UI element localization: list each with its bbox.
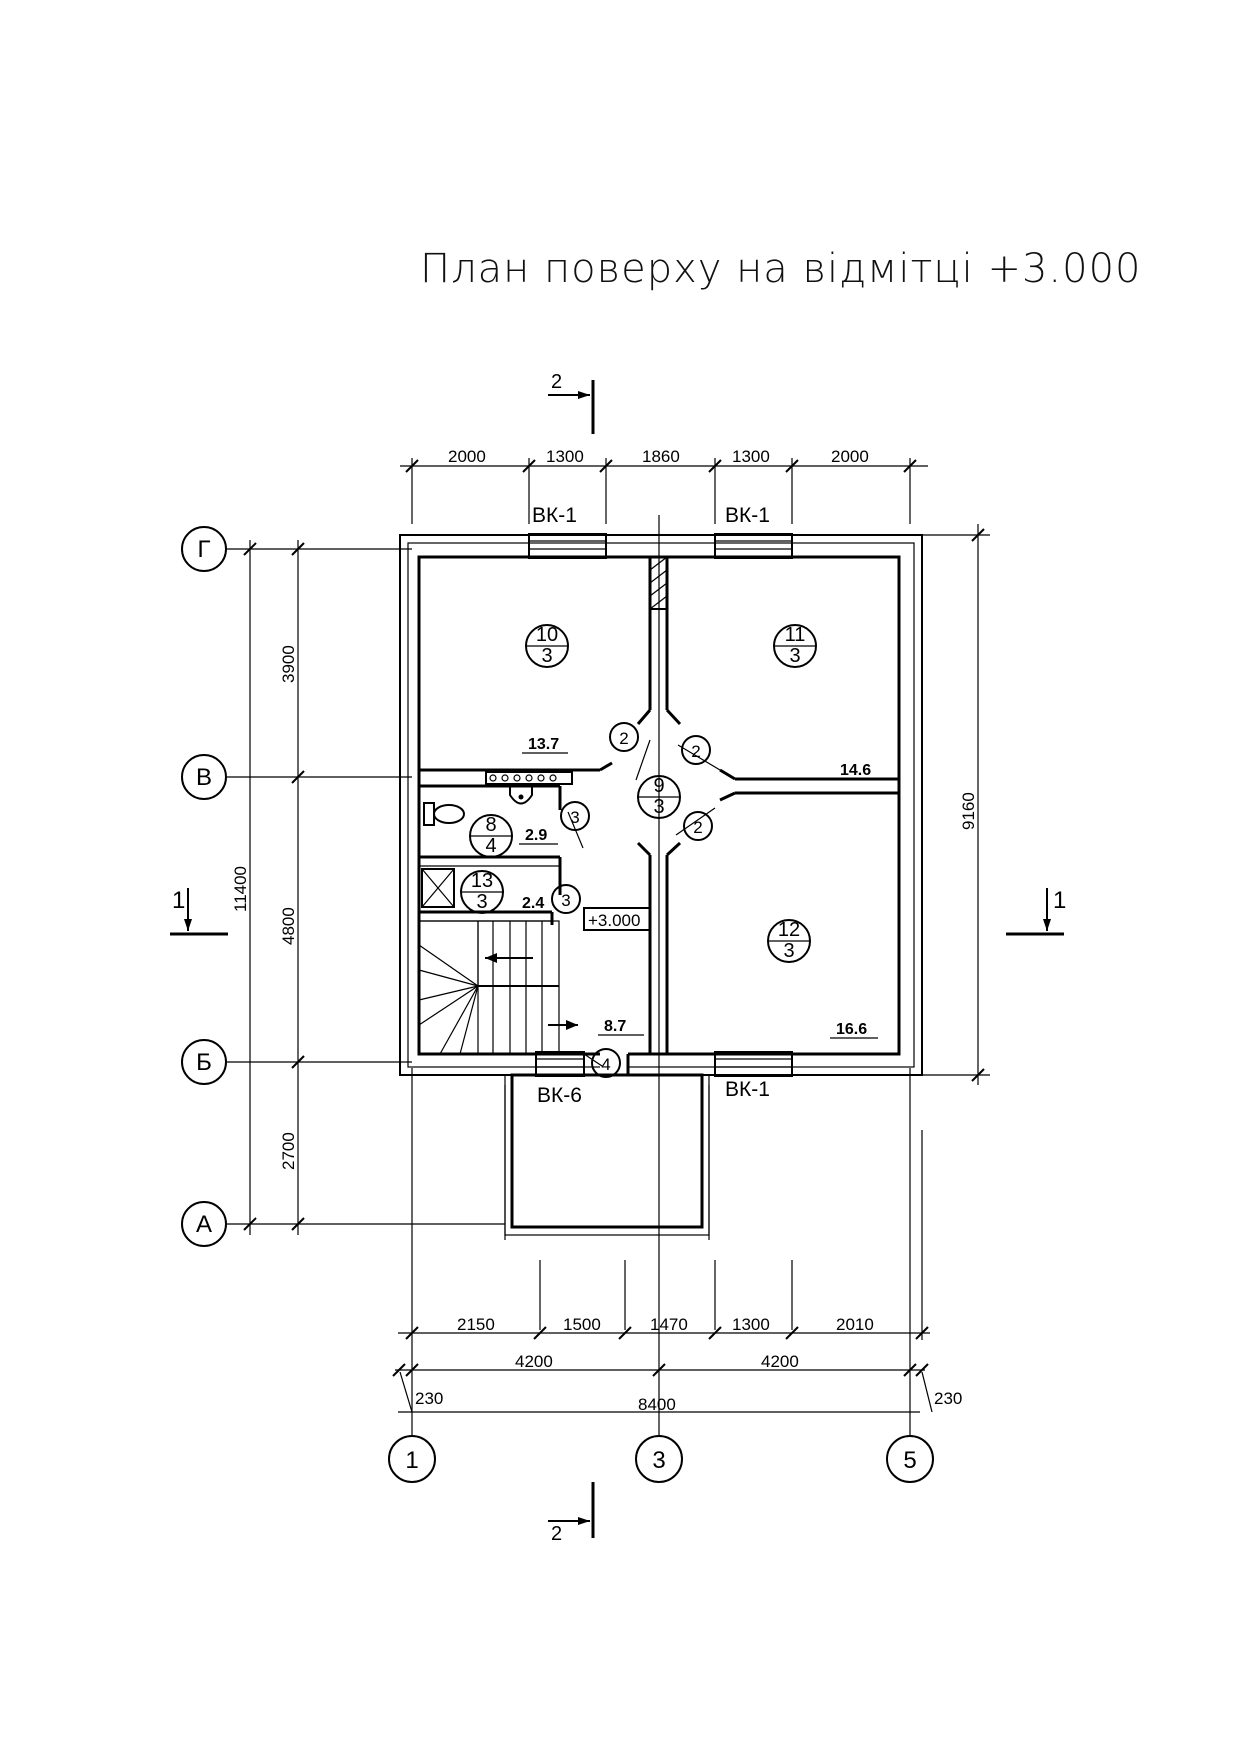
top-dim-4: 1300: [732, 447, 770, 466]
door-mark-2: 2: [691, 742, 700, 761]
section-mark-bottom-label: 2: [551, 1523, 562, 1545]
left-dimension-chain: 11400 3900 4800 2700: [231, 540, 305, 1235]
room-class-13: 3: [476, 891, 487, 913]
bottom-dim-4: 1300: [732, 1315, 770, 1334]
room-marker-12: 12 3: [767, 919, 811, 963]
staircase: [418, 920, 578, 1055]
toilet-fixture: [423, 802, 465, 826]
left-dim-overall: 11400: [231, 866, 250, 912]
room-marker-9: 9 3: [637, 775, 681, 819]
window-label-top-left: ВК-1: [532, 504, 577, 527]
axis-bubble-v: [181, 754, 227, 800]
top-dim-5: 2000: [831, 447, 869, 466]
axis-bubble-a: [181, 1201, 227, 1247]
balcony: [504, 1073, 710, 1236]
axis-bubble-5: [886, 1435, 934, 1483]
room-marker-11: 11 3: [773, 624, 817, 668]
axis-label-3: 3: [652, 1447, 665, 1474]
room-marker-13: 13 3: [460, 870, 504, 914]
area-room-9: 8.7: [604, 1018, 626, 1035]
axis-bubble-b: [181, 1039, 227, 1085]
heating-element: [485, 771, 573, 785]
room-class-10: 3: [541, 645, 552, 667]
axis-bubble-g: [181, 526, 227, 572]
door-mark-5: 3: [561, 891, 570, 910]
axis-label-v: В: [196, 764, 212, 791]
row-axes: Г В Б А: [181, 526, 505, 1247]
door-mark-6: 4: [601, 1055, 610, 1074]
section-mark-right: 1: [1006, 887, 1066, 936]
right-dimension: 9160: [920, 524, 990, 1085]
level-mark-text: +3.000: [588, 911, 640, 930]
room-number-10: 10: [536, 624, 558, 646]
door-mark-1: 2: [619, 729, 628, 748]
room-marker-10: 10 3: [525, 624, 569, 668]
area-room-12: 16.6: [836, 1021, 867, 1038]
axis-bubble-1: [388, 1435, 436, 1483]
section-mark-bottom: 2: [548, 1482, 595, 1545]
axis-label-b: Б: [196, 1049, 212, 1076]
bottom-dimension-chains: 2150 1500 1470 1300 2010 4200 4200 8400 …: [392, 1315, 962, 1414]
door-mark-3: 2: [693, 818, 702, 837]
axis-bubble-3: [635, 1435, 683, 1483]
windows: [528, 533, 793, 1077]
door-marks: 2 2 2 3 3 4: [551, 722, 713, 1078]
window-label-top-right: ВК-1: [725, 504, 770, 527]
area-room-11: 14.6: [840, 762, 871, 779]
top-dim-3: 1860: [642, 447, 680, 466]
column-axes: 1 3 5: [388, 515, 934, 1483]
bottom-dim-half-right: 4200: [761, 1352, 799, 1371]
axis-label-a: А: [196, 1211, 212, 1238]
room-class-8: 4: [485, 835, 496, 857]
right-dim-overall: 9160: [959, 792, 978, 830]
shower-tray: [421, 868, 455, 908]
door-mark-4: 3: [570, 808, 579, 827]
area-room-8: 2.9: [525, 827, 547, 844]
room-number-12: 12: [778, 919, 800, 941]
bottom-dim-3: 1470: [650, 1315, 688, 1334]
bottom-dim-total: 8400: [638, 1395, 676, 1414]
sink-fixture: [509, 785, 533, 805]
left-dim-3: 2700: [279, 1132, 298, 1170]
door-swings: [550, 708, 721, 1075]
bottom-dim-5: 2010: [836, 1315, 874, 1334]
bottom-dim-2: 1500: [563, 1315, 601, 1334]
window-label-bottom-right: ВК-1: [725, 1078, 770, 1101]
room-number-9: 9: [653, 775, 664, 797]
room-number-13: 13: [471, 870, 493, 892]
axis-label-g: Г: [198, 536, 211, 563]
section-mark-top: 2: [548, 371, 595, 434]
left-dim-1: 3900: [279, 645, 298, 683]
left-dim-2: 4800: [279, 907, 298, 945]
axis-label-1: 1: [405, 1447, 418, 1474]
room-class-11: 3: [789, 645, 800, 667]
room-number-11: 11: [785, 624, 806, 646]
bottom-dim-offset-right: 230: [934, 1389, 962, 1408]
window-label-door: ВК-6: [537, 1084, 582, 1107]
bottom-dim-half-left: 4200: [515, 1352, 553, 1371]
section-mark-left-label: 1: [172, 887, 185, 914]
room-number-8: 8: [485, 814, 496, 836]
bottom-dim-offset-left: 230: [415, 1389, 443, 1408]
top-dimension-chain: 2000 1300 1860 1300 2000: [400, 447, 928, 524]
section-mark-top-label: 2: [551, 371, 562, 393]
axis-label-5: 5: [903, 1447, 916, 1474]
room-class-12: 3: [783, 940, 794, 962]
area-room-13: 2.4: [522, 895, 544, 912]
top-dim-2: 1300: [546, 447, 584, 466]
bottom-dim-1: 2150: [457, 1315, 495, 1334]
room-areas: 13.7 14.6 8.7 2.9 2.4 16.6: [516, 736, 880, 1039]
room-class-9: 3: [653, 796, 664, 818]
section-mark-left: 1: [170, 887, 228, 936]
area-room-10: 13.7: [528, 736, 559, 753]
plan-title: План поверху на відмітці +3.000: [420, 246, 1142, 292]
top-dim-1: 2000: [448, 447, 486, 466]
level-mark: +3.000: [583, 907, 651, 931]
room-marker-8: 8 4: [469, 814, 513, 858]
section-mark-right-label: 1: [1053, 887, 1066, 914]
